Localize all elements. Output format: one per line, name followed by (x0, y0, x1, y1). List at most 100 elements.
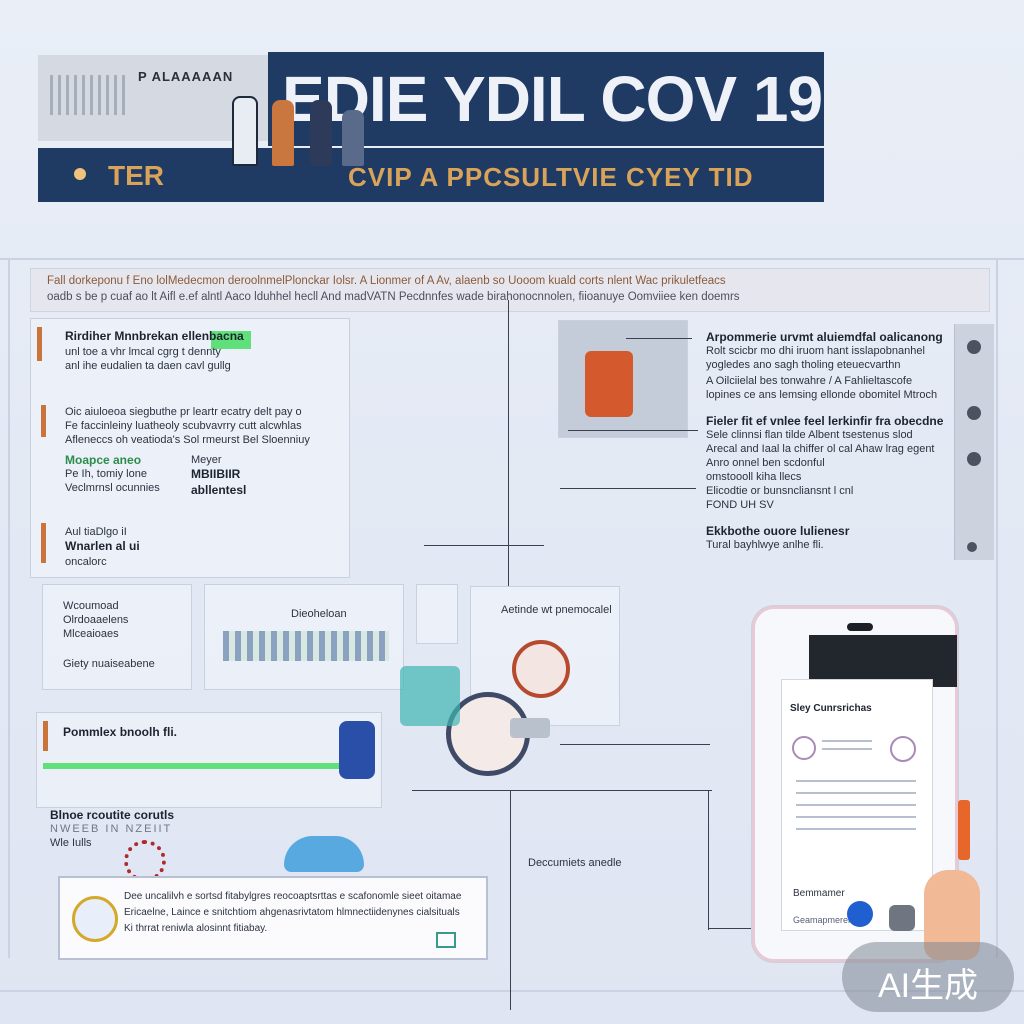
connector-line (510, 790, 511, 1010)
info-line: MBIIBIIR (191, 467, 241, 481)
text-rule (822, 748, 872, 750)
accent-bar (41, 523, 46, 563)
banner-tag: TER (108, 160, 164, 191)
info-line: Veclmrnsl ocunnies (65, 482, 160, 494)
phone-side-button (958, 800, 970, 860)
equipment-graphic (223, 631, 389, 661)
info-line: Fe faccinleiny luatheoly scubvavrry cutt… (65, 420, 302, 432)
connector-line (424, 545, 544, 546)
button-icon[interactable] (967, 452, 981, 466)
bg-rule (0, 990, 1024, 992)
row-banner: Pommlex bnoolh fli. (36, 712, 382, 808)
mini-card-line: Dieoheloan (291, 608, 347, 620)
mini-card-line: Giety nuaiseabene (63, 658, 155, 670)
footer-line: Blnoe rcoutite corutls (50, 808, 175, 822)
watermark-text: AI生成 (877, 967, 979, 1005)
virus-icon (890, 736, 916, 762)
info-line: A Oilciielal bes tonwahre / A Fahlieltas… (706, 375, 913, 387)
avatar-icon (339, 721, 375, 779)
connector-line (412, 790, 712, 791)
button-icon[interactable] (967, 406, 981, 420)
bg-rule (8, 258, 10, 958)
banner-subtitle: CVIP A PPCSULTVIE CYEY TID (348, 162, 754, 192)
info-line: Fieler fit ef vnlee feel lerkinfir fra o… (706, 414, 944, 428)
accent-bar (43, 721, 48, 751)
info-line: Sele clinnsi flan tilde Albent tsestenus… (706, 429, 913, 441)
barcode-graphic (50, 75, 130, 115)
phone-footer-label: Bemmamer (793, 888, 845, 899)
row-banner-label: Pommlex bnoolh fli. (63, 725, 178, 739)
bottom-card-line: Dee uncalilvh e sortsd fitabylgres reoco… (124, 891, 462, 902)
footer-line: NWEEB IN NZEIIT (50, 823, 173, 835)
info-line: Oic aiuloeoa siegbuthe pr leartr ecatry … (65, 406, 302, 418)
info-line: Arecal and Iaal la chiffer ol cal Ahaw l… (706, 443, 935, 455)
info-line: Pe Ih, tomiy lone (65, 468, 147, 480)
info-line: Tural bayhlwye anlhe fli. (706, 539, 824, 551)
info-line: Elicodtie or bunsncliansnt l cnl (706, 485, 854, 497)
banner-title: EDIE YDIL COV 19 (282, 63, 823, 135)
share-icon[interactable] (436, 932, 456, 948)
info-line: abllentesl (191, 483, 247, 497)
info-line: Meyer (191, 454, 222, 466)
phone-notch (847, 623, 873, 631)
intro-line: oadb s be p cuaf ao lt Aifl e.ef alntl A… (47, 291, 740, 303)
button-icon[interactable] (967, 340, 981, 354)
info-line: omstoooll kiha llecs (706, 471, 802, 483)
bottom-card-line: Ki thrrat reniwla alosinnt fitiabay. (124, 923, 268, 934)
bg-rule (0, 258, 1024, 260)
footer-block: Blnoe rcoutite corutls NWEEB IN NZEIIT W… (50, 808, 174, 850)
info-line: Ekkbothe ouore lulienesr (706, 524, 850, 538)
banner-title-panel: EDIE YDIL COV 19 (268, 52, 824, 146)
banner-left-label: P ALAAAAAN (138, 69, 234, 84)
footer-line: Wle Iulls (50, 837, 92, 849)
bg-rule (996, 258, 998, 958)
text-rule (796, 828, 916, 830)
phone-top-bar (809, 635, 957, 687)
avatar-icon (72, 896, 118, 942)
intro-line: Fall dorkeponu f Eno lolMedecmon derooln… (47, 275, 726, 287)
info-line: yogledes ano sagh tholing eteuecvarthn (706, 359, 901, 371)
connector-line (508, 300, 509, 586)
tile (416, 584, 458, 644)
side-button-strip (954, 324, 994, 560)
bottom-info-card: Dee uncalilvh e sortsd fitabylgres reoco… (58, 876, 488, 960)
text-rule (822, 740, 872, 742)
device-graphic (400, 666, 460, 726)
info-line: Wnarlen al ui (65, 539, 140, 553)
info-line: FOND UH SV (706, 499, 774, 511)
magnifier-icon (512, 640, 570, 698)
info-line: lopines ce ans lemsing ellonde obomitel … (706, 389, 938, 401)
avatar-icon (792, 736, 816, 760)
record-button[interactable] (847, 901, 873, 927)
watermark-badge: AI生成 (842, 942, 1014, 1012)
menu-button[interactable] (889, 905, 915, 931)
accent-bar (41, 405, 46, 437)
button-icon[interactable] (967, 542, 977, 552)
info-line: anl ihe eudalien ta daen cavl gullg (65, 360, 231, 372)
handle-graphic (510, 718, 550, 738)
figure-people-icon (224, 76, 384, 166)
phone-header: Sley Cunrsrichas (790, 703, 872, 714)
text-rule (796, 792, 916, 794)
connector-line (708, 928, 778, 929)
mini-card-line: Wcoumoad (63, 600, 119, 612)
info-line: Afleneccs oh veatioda's Sol rmeurst Bel … (65, 434, 310, 446)
text-rule (796, 804, 916, 806)
banner-left-panel: P ALAAAAAN (38, 55, 268, 141)
left-info-panel: Rirdiher Mnnbrekan ellenbacna unl toe a … (30, 318, 350, 578)
info-line: Moapce aneo (65, 453, 142, 467)
magnifier-caption: Aetinde wt pnemocalel (501, 604, 612, 616)
mini-card-line: Mlceaioaes (63, 628, 119, 640)
highlight-bar (211, 331, 251, 349)
info-line: Rolt scicbr mo dhi iruom hant isslapobna… (706, 345, 925, 357)
connector-line (568, 430, 698, 431)
intro-text-strip: Fall dorkeponu f Eno lolMedecmon derooln… (30, 268, 990, 312)
connector-line (560, 488, 696, 489)
info-line: Anro onnel ben scdonful (706, 457, 825, 469)
phone-mockup: Sley Cunrsrichas Bemmamer Geamapmerer (752, 606, 958, 962)
text-rule (796, 816, 916, 818)
mini-card-line: Olrdoaaelens (63, 614, 129, 626)
connector-line (708, 790, 709, 930)
text-rule (796, 780, 916, 782)
figure-icon (585, 351, 633, 417)
